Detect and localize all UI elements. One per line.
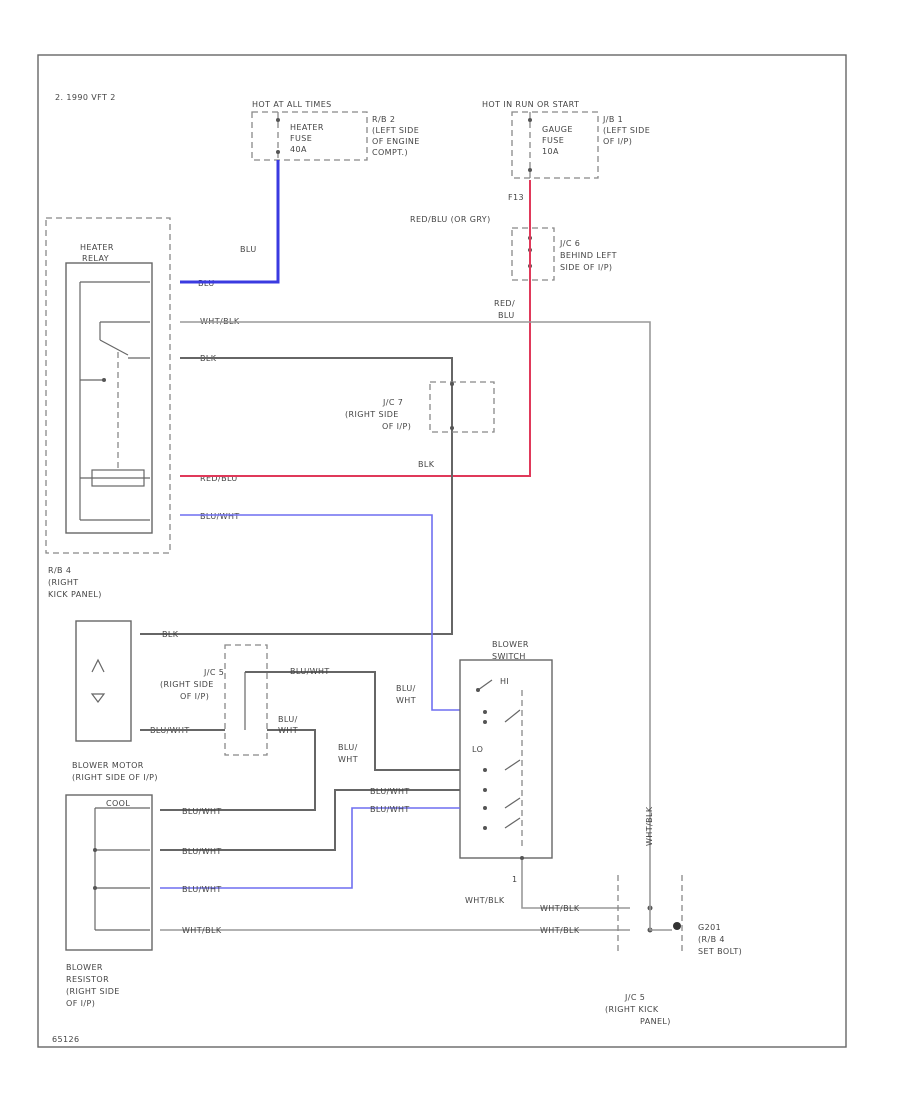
- jc5-box: [224, 644, 268, 756]
- switch-pin-1: 1: [512, 875, 518, 884]
- heater-fuse-label: HEATER: [290, 123, 324, 132]
- wire-label-red: RED/: [494, 299, 515, 308]
- jb1-label-2: (LEFT SIDE: [603, 126, 650, 135]
- jc5-label: J/C 5: [203, 668, 224, 677]
- ground-point: [673, 922, 681, 930]
- diagram-frame: [37, 54, 847, 1048]
- switch-in-wire-1: BLU/WHT: [370, 787, 410, 796]
- resistor-label-3: (RIGHT SIDE: [66, 987, 120, 996]
- wire-blu-wht-relay: [180, 514, 460, 711]
- f13-label: F13: [508, 193, 524, 202]
- wire-wht-blk: [180, 321, 651, 898]
- ground-label-2: (R/B 4: [698, 935, 725, 944]
- jb1-fuse-box: [511, 111, 599, 179]
- ground-wire-1: WHT/BLK: [465, 896, 505, 905]
- ground-wire-3: WHT/BLK: [540, 926, 580, 935]
- wire-label-red-2: BLU: [498, 311, 515, 320]
- wire-label-blu-wht-3: BLU/: [338, 743, 358, 752]
- resistor-wire-1: BLU/WHT: [182, 807, 222, 816]
- jc5-label-3: OF I/P): [180, 692, 209, 701]
- blower-motor-box: [75, 620, 132, 742]
- heater-relay-label: HEATER: [80, 243, 114, 252]
- hot-all-times-label: HOT AT ALL TIMES: [252, 100, 332, 109]
- jc7-label-2: (RIGHT SIDE: [345, 410, 399, 419]
- rb2-label-4: COMPT.): [372, 148, 408, 157]
- jc6-label-2: BEHIND LEFT: [560, 251, 617, 260]
- switch-wire-blu-wht: BLU/: [396, 684, 416, 693]
- jc6-label: J/C 6: [559, 239, 580, 248]
- relay-pin-red-blu: RED/BLU: [200, 474, 238, 483]
- jc5-label-2: (RIGHT SIDE: [160, 680, 214, 689]
- rb4-label-3: KICK PANEL): [48, 590, 102, 599]
- wire-label-blu-wht-2b: WHT: [278, 726, 298, 735]
- rb4-label-2: (RIGHT: [48, 578, 79, 587]
- blower-resistor-box: [65, 794, 153, 951]
- switch-hi-label: HI: [500, 677, 509, 686]
- resistor-label-4: OF I/P): [66, 999, 95, 1008]
- rb4-label: R/B 4: [48, 566, 71, 575]
- heater-relay-label-2: RELAY: [82, 254, 109, 263]
- relay-pin-blu-wht: BLU/WHT: [200, 512, 240, 521]
- ground-wire-2: WHT/BLK: [540, 904, 580, 913]
- heater-fuse-rating: 40A: [290, 145, 307, 154]
- figure-code: 65126: [52, 1035, 79, 1044]
- wire-blu-heater: [180, 160, 280, 284]
- resistor-wire-4: WHT/BLK: [182, 926, 222, 935]
- wire-label-blu-wht-2: BLU/: [278, 715, 298, 724]
- blower-motor-label-2: (RIGHT SIDE OF I/P): [72, 773, 158, 782]
- jc7-label-3: OF I/P): [382, 422, 411, 431]
- red-blu-gry-label: RED/BLU (OR GRY): [410, 215, 491, 224]
- rb4-box: [45, 217, 171, 554]
- blower-switch-label-2: SWITCH: [492, 652, 526, 661]
- resistor-cool-label: COOL: [106, 799, 130, 808]
- heater-fuse-label-2: FUSE: [290, 134, 312, 143]
- jb1-label: J/B 1: [602, 115, 623, 124]
- jc5-wire-blu-wht: BLU/WHT: [290, 667, 330, 676]
- gauge-fuse-label-2: FUSE: [542, 136, 564, 145]
- jc6-box: [511, 227, 555, 281]
- wire-label-blk: BLK: [418, 460, 435, 469]
- jc6-label-3: SIDE OF I/P): [560, 263, 612, 272]
- rb2-label-3: OF ENGINE: [372, 137, 420, 146]
- ground-label-3: SET BOLT): [698, 947, 742, 956]
- rb2-label: R/B 2: [372, 115, 395, 124]
- blower-motor-label: BLOWER MOTOR: [72, 761, 144, 770]
- gauge-fuse-label: GAUGE: [542, 125, 573, 134]
- jc5b-label-3: PANEL): [640, 1017, 671, 1026]
- wire-red-gauge: [180, 180, 531, 477]
- ground-label: G201: [698, 923, 721, 932]
- wire-label-wht-blk-vert: WHT/BLK: [645, 806, 654, 846]
- wire-label-blu: BLU: [240, 245, 257, 254]
- gauge-fuse-rating: 10A: [542, 147, 559, 156]
- motor-pin-blk: BLK: [162, 630, 179, 639]
- resistor-label-2: RESISTOR: [66, 975, 109, 984]
- resistor-wire-3: BLU/WHT: [182, 885, 222, 894]
- engine-tag: 2. 1990 VFT 2: [55, 93, 116, 102]
- resistor-label: BLOWER: [66, 963, 103, 972]
- hot-run-label: HOT IN RUN OR START: [482, 100, 579, 109]
- jc7-label: J/C 7: [382, 398, 403, 407]
- jc7-box: [429, 381, 495, 433]
- blower-switch-label: BLOWER: [492, 640, 529, 649]
- switch-in-wire-2: BLU/WHT: [370, 805, 410, 814]
- heater-relay-box: [65, 262, 153, 534]
- jb1-label-3: OF I/P): [603, 137, 632, 146]
- wire-label-blu-wht-3b: WHT: [338, 755, 358, 764]
- rb2-fuse-box: [251, 111, 368, 161]
- jc5b-label: J/C 5: [624, 993, 645, 1002]
- resistor-wire-2: BLU/WHT: [182, 847, 222, 856]
- blower-switch-box: [459, 659, 553, 859]
- jc5b-label-2: (RIGHT KICK: [605, 1005, 659, 1014]
- wire-blk: [140, 357, 453, 635]
- rb2-label-2: (LEFT SIDE: [372, 126, 419, 135]
- switch-lo-label: LO: [472, 745, 483, 754]
- switch-wire-blu-wht-b: WHT: [396, 696, 416, 705]
